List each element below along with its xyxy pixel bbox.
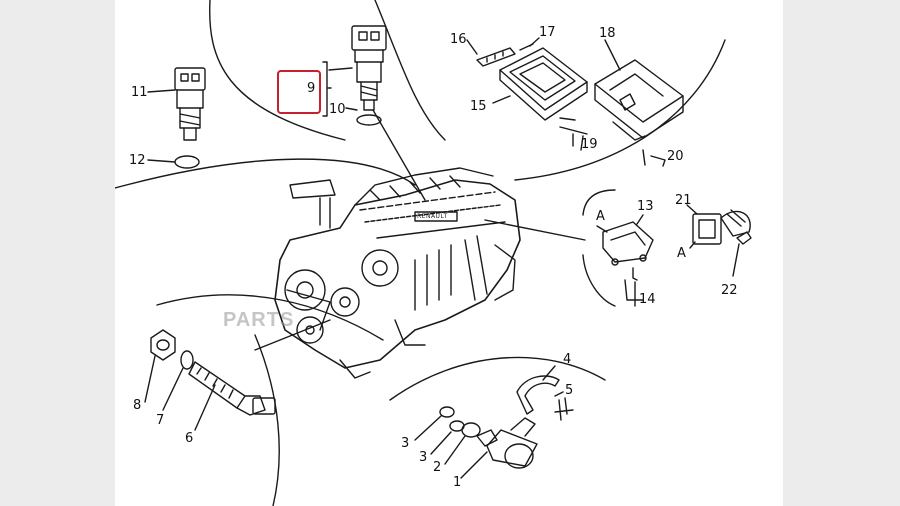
callout-A-right: A [677, 246, 686, 261]
engine-parts-diagram [115, 0, 752, 506]
sector-curve-bottom [389, 356, 606, 401]
callout-13: 13 [637, 199, 654, 214]
callout-10: 10 [329, 102, 346, 117]
callout-8: 8 [133, 398, 142, 413]
callout-6: 6 [185, 431, 194, 446]
diagram-frame: 9 10 11 12 16 17 18 15 19 20 A 13 14 21 … [115, 0, 783, 506]
callout-5: 5 [565, 383, 574, 398]
leader-3b [430, 431, 452, 455]
connector-21-illustration [692, 209, 751, 245]
engine-nameplate [414, 211, 458, 222]
wire-20 [642, 149, 666, 167]
callout-1: 1 [453, 475, 462, 490]
callout-19: 19 [581, 137, 598, 152]
seal-2-illustration [461, 422, 481, 438]
watermark: PARTS [223, 309, 295, 331]
callout-15: 15 [470, 99, 487, 114]
leader-12 [147, 159, 176, 163]
wire-19 [559, 117, 588, 151]
engine-illustration [274, 167, 521, 379]
leader-5 [554, 391, 564, 397]
leader-6 [194, 384, 216, 431]
sensor-6-illustration [188, 361, 276, 416]
leader-right [484, 219, 586, 241]
sector-curve-top-left [209, 0, 346, 141]
leader-A-13 [596, 225, 608, 233]
callout-21: 21 [675, 193, 692, 208]
sector-curve-top-center [374, 0, 446, 141]
callout-12: 12 [129, 153, 146, 168]
leader-4 [542, 365, 556, 381]
callout-16: 16 [450, 32, 467, 47]
callout-22: 22 [721, 283, 738, 298]
sensor-13-illustration [602, 221, 654, 281]
leader-21 [686, 204, 698, 215]
wire-14 [624, 279, 644, 307]
ecu-18-illustration [594, 59, 684, 141]
leader-18 [604, 39, 621, 71]
callout-4: 4 [563, 352, 572, 367]
engine-nameplate-text: RENAULT [417, 213, 448, 220]
callout-9: 9 [307, 81, 316, 96]
leader-16 [466, 39, 478, 55]
bracket-4-illustration [516, 375, 560, 415]
sector-curve-top-right [514, 39, 726, 181]
sensor-9-illustration [351, 25, 387, 111]
callout-3-lower: 3 [419, 450, 428, 465]
sector-curve-left [115, 158, 416, 189]
callout-11: 11 [131, 85, 148, 100]
callout-14: 14 [639, 292, 656, 307]
pin-22-illustration [736, 231, 752, 245]
sector-curve-lower-left [156, 294, 384, 341]
sector-curve-right [582, 189, 616, 307]
callout-17: 17 [539, 25, 556, 40]
connector-16-illustration [476, 47, 516, 67]
leader-7 [162, 367, 184, 411]
callout-20: 20 [667, 149, 684, 164]
leader-17 [529, 37, 540, 47]
callout-18: 18 [599, 26, 616, 41]
seal-7-illustration [180, 350, 194, 370]
leader-13 [636, 214, 644, 225]
module-15-17-illustration [499, 47, 588, 121]
leader-top [372, 109, 426, 201]
leader-1 [460, 451, 488, 479]
leader-10 [345, 107, 358, 111]
leader-3a [414, 415, 442, 441]
bolts-5-illustration [554, 397, 574, 421]
leader-2 [444, 435, 466, 465]
leader-11 [147, 89, 176, 93]
leader-8 [144, 355, 156, 403]
seal-3a-illustration [439, 406, 455, 418]
callout-7: 7 [156, 413, 165, 428]
callout-A-left: A [596, 209, 605, 224]
bracket-9 [322, 61, 332, 117]
leader-22 [732, 243, 740, 277]
sector-curve-bottom-left [254, 334, 280, 506]
leader-15 [492, 95, 511, 104]
callout-3-upper: 3 [401, 436, 410, 451]
washer-10-illustration [356, 114, 382, 126]
actuator-1-illustration [476, 417, 538, 469]
callout-2: 2 [433, 460, 442, 475]
washer-12-illustration [174, 155, 200, 169]
sensor-11-illustration [174, 67, 206, 141]
highlight-box-part-9 [277, 70, 321, 114]
leader-9 [328, 67, 353, 71]
leader-A-21 [689, 241, 696, 249]
nut-8-illustration [150, 329, 176, 361]
